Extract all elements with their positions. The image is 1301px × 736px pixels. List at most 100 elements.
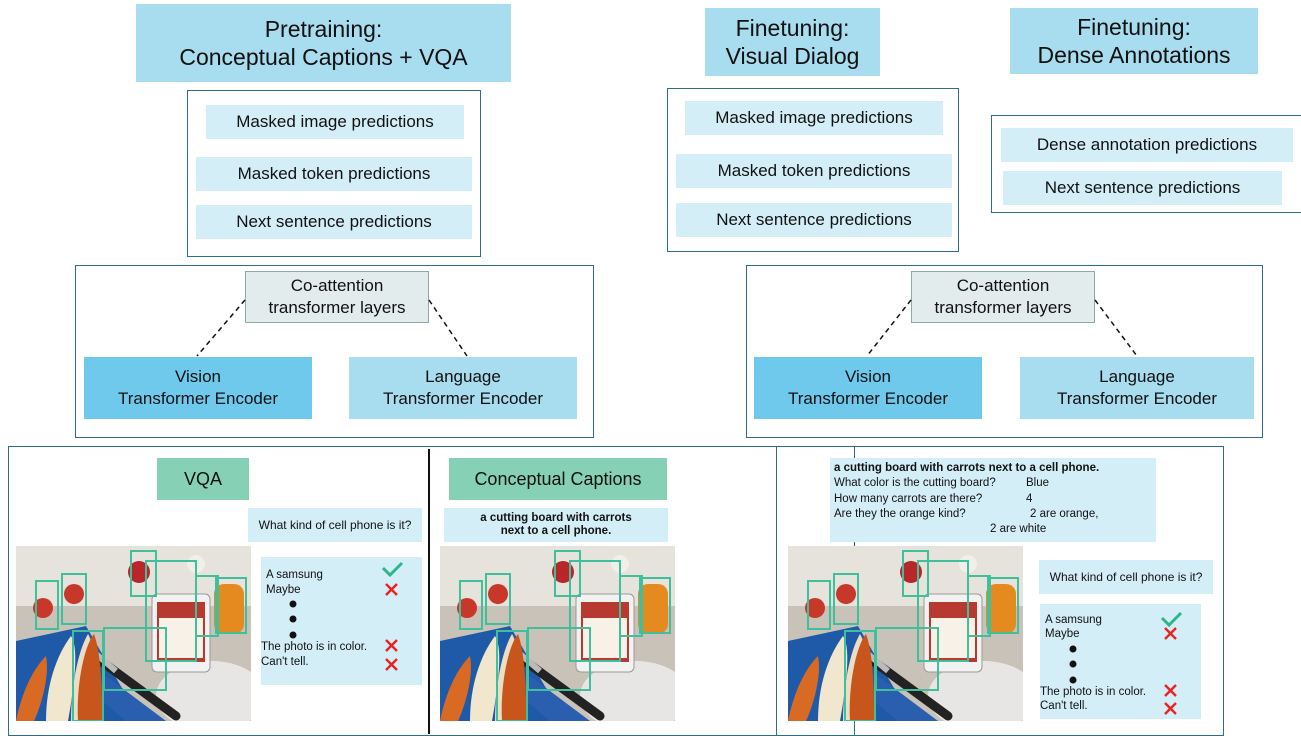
visdial-language-encoder: Language Transformer Encoder <box>1020 357 1254 419</box>
corn <box>214 584 244 634</box>
dialog-q1: What color is the cutting board? <box>834 477 996 489</box>
visdial-language-line1: Language <box>1099 367 1175 386</box>
head-next-sentence: Next sentence predictions <box>196 205 472 239</box>
detection-box <box>875 627 939 691</box>
pretraining-title-line1: Pretraining: <box>264 16 383 42</box>
vqa-answer-4: Can't tell. <box>261 656 309 668</box>
vision-line1: Vision <box>175 367 221 386</box>
detection-box <box>619 575 643 637</box>
tomato <box>836 584 856 604</box>
visdial-answer-4: Can't tell. <box>1040 700 1088 712</box>
tomato <box>457 598 477 618</box>
parsnip <box>470 636 500 721</box>
knife-blade <box>94 651 118 674</box>
detection-box <box>639 577 671 634</box>
dialog-a3-cont: 2 are white <box>990 523 1047 535</box>
plate <box>928 661 1023 721</box>
visdial-answer-2: Maybe <box>1045 628 1080 640</box>
cc-caption-line1: a cutting board with carrots <box>480 512 632 524</box>
plate <box>156 661 251 721</box>
language-encoder: Language Transformer Encoder <box>349 357 577 419</box>
visdial-coattention-line2: transformer layers <box>934 298 1072 317</box>
plate <box>580 661 675 721</box>
cc-label: Conceptual Captions <box>449 458 667 500</box>
cc-photo-svg <box>440 546 675 721</box>
parsnip <box>46 636 76 721</box>
visdial-encoder-frame <box>746 265 1263 438</box>
coattention-line2: transformer layers <box>268 298 406 317</box>
corn <box>986 584 1016 634</box>
dialog-a2: 4 <box>1026 493 1033 505</box>
apple <box>900 561 922 583</box>
detection-box <box>103 627 167 691</box>
tomato <box>805 598 825 618</box>
carrot <box>16 656 47 721</box>
pretraining-title: Pretraining: Conceptual Captions + VQA <box>136 4 511 82</box>
detection-box <box>485 573 511 625</box>
dialog-caption: a cutting board with carrots next to a c… <box>834 462 1100 474</box>
detection-box <box>459 580 483 630</box>
dialog-history-box: a cutting board with carrots next to a c… <box>830 458 1156 542</box>
language-line2: Transformer Encoder <box>383 389 543 408</box>
vqa-question: What kind of cell phone is it? <box>248 508 422 542</box>
visdial-vision-line2: Transformer Encoder <box>788 389 948 408</box>
language-line1: Language <box>425 367 501 386</box>
detection-box <box>902 550 929 597</box>
vision-encoder: Vision Transformer Encoder <box>84 357 312 419</box>
dense-title-line2: Dense Annotations <box>1037 42 1231 68</box>
vqa-photo-svg <box>16 546 251 721</box>
dialog-q2: How many carrots are there? <box>834 493 983 505</box>
knife-blade <box>518 651 542 674</box>
data-divider <box>428 449 430 734</box>
visdial-answer-3: The photo is in color. <box>1040 686 1147 698</box>
tomato <box>488 584 508 604</box>
visdial-title-line1: Finetuning: <box>735 15 850 41</box>
cc-caption-line2: next to a cell phone. <box>500 525 612 537</box>
head-masked-image: Masked image predictions <box>206 105 464 139</box>
visdial-head-masked-token: Masked token predictions <box>676 154 952 188</box>
pretraining-encoder-frame <box>75 265 594 438</box>
visdial-head-next-sentence: Next sentence predictions <box>676 203 952 237</box>
parsnip <box>818 636 848 721</box>
dense-title-line1: Finetuning: <box>1077 14 1191 40</box>
dialog-q3: Are they the orange kind? <box>834 508 966 520</box>
dense-title: Finetuning: Dense Annotations <box>1010 8 1258 74</box>
visdial-photo <box>788 546 1023 721</box>
dense-head-next-sentence: Next sentence predictions <box>1003 171 1282 205</box>
visdial-photo-svg <box>788 546 1023 721</box>
carrot <box>501 634 526 721</box>
pretraining-title-line2: Conceptual Captions + VQA <box>179 44 468 70</box>
detection-box <box>61 573 87 625</box>
dense-heads-frame <box>991 115 1301 213</box>
apple <box>552 561 574 583</box>
detection-box <box>833 573 859 625</box>
carrot <box>440 656 471 721</box>
vision-line2: Transformer Encoder <box>118 389 278 408</box>
head-masked-token: Masked token predictions <box>196 157 472 191</box>
dialog-a3: 2 are orange, <box>1030 508 1099 520</box>
vqa-answer-box: A samsung Maybe The photo is in color. C… <box>261 557 422 685</box>
visdial-coattention-line1: Co-attention <box>956 276 1050 295</box>
cutting-board-edge <box>96 676 166 721</box>
head-dense-annotation: Dense annotation predictions <box>1001 128 1293 162</box>
coattention-layers: Co-attention transformer layers <box>245 271 429 323</box>
visdial-answer-1: A samsung <box>1045 614 1102 626</box>
visdial-heads-frame <box>667 88 959 252</box>
cc-photo <box>440 546 675 721</box>
visdial-vision-encoder: Vision Transformer Encoder <box>754 357 982 419</box>
visdial-language-line2: Transformer Encoder <box>1057 389 1217 408</box>
knife-blade <box>866 651 890 674</box>
carrot <box>849 634 874 721</box>
detection-box <box>195 575 219 637</box>
cutting-board-edge <box>520 676 590 721</box>
carrot <box>788 656 819 721</box>
apple <box>128 561 150 583</box>
detection-box <box>967 575 991 637</box>
vqa-answer-1: A samsung <box>266 569 323 581</box>
visdial-coattention-layers: Co-attention transformer layers <box>911 271 1095 323</box>
detection-box <box>527 627 591 691</box>
visdial-answer-box: A samsung Maybe The photo is in color. C… <box>1040 604 1201 719</box>
vqa-photo <box>16 546 251 721</box>
coattention-line1: Co-attention <box>290 276 384 295</box>
detection-box <box>35 580 59 630</box>
